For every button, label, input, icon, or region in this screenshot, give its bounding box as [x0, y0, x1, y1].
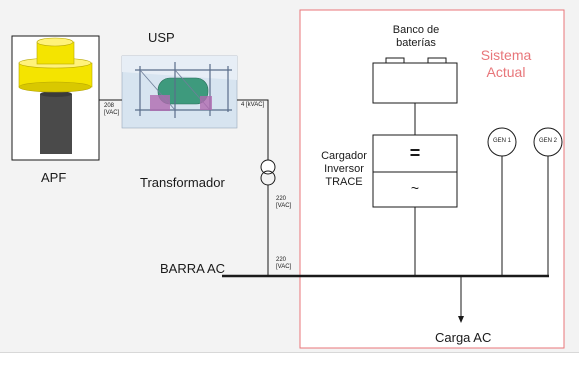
transformer-icon: [260, 159, 276, 186]
dc-symbol: =: [409, 143, 421, 163]
cargador-label-line1: Cargador: [321, 150, 367, 162]
usp-machine-image: [121, 55, 238, 129]
gen2-label: GEN 2: [538, 138, 557, 144]
banco-label-line1: Banco de: [392, 24, 440, 36]
gen1-label: GEN 1: [492, 138, 511, 144]
flywheel-generator-icon: [18, 37, 93, 154]
sistema-label-line1: Sistema: [480, 47, 532, 63]
cargador-label-line2: Inversor: [324, 163, 364, 175]
sistema-label-line2: Actual: [486, 64, 526, 80]
v220-bottom-line2: [VAC]: [276, 264, 292, 270]
transformador-label: Transformador: [140, 175, 225, 190]
v220-top-line1: 220: [276, 196, 287, 202]
usp-label: USP: [148, 30, 175, 45]
v220-top-line2: [VAC]: [276, 203, 292, 209]
banco-label-line2: baterías: [396, 37, 436, 49]
v208-label-line1: 208: [104, 103, 115, 109]
banco-label: Banco de baterías: [380, 24, 452, 50]
v208-label: 208 [VAC]: [104, 103, 119, 117]
ac-symbol: ~: [410, 180, 420, 196]
carga-ac-label: Carga AC: [435, 330, 492, 345]
charger-inverter: [372, 134, 458, 208]
cargador-label-line3: TRACE: [325, 176, 363, 188]
cargador-label: Cargador Inversor TRACE: [316, 150, 372, 189]
v4kvac-label: 4 [kVAC]: [241, 102, 265, 108]
bottom-strip: [0, 352, 579, 368]
v208-label-line2: [VAC]: [104, 110, 120, 116]
usp-transformer-line: [237, 99, 269, 160]
battery-bank: [372, 57, 458, 104]
v220-bottom-line1: 220: [276, 257, 287, 263]
sistema-actual-label: Sistema Actual: [470, 47, 542, 81]
v220-top-label: 220 [VAC]: [276, 196, 291, 210]
apf-label: APF: [41, 170, 67, 185]
v220-bottom-label: 220 [VAC]: [276, 257, 291, 271]
load-arrow: [458, 316, 464, 323]
barra-ac-label: BARRA AC: [160, 261, 226, 276]
